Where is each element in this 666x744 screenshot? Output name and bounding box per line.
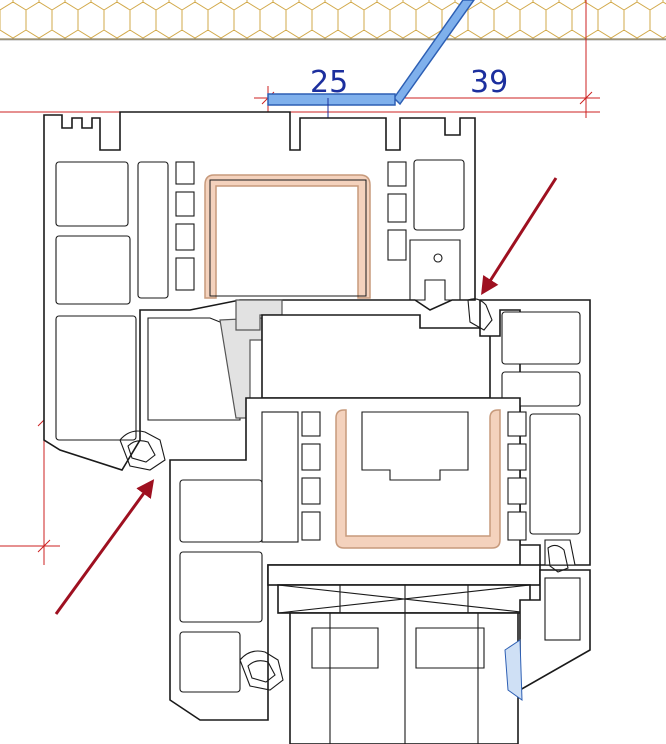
glazing-rebate-bar [261, 314, 491, 399]
glass-bead-profile [267, 564, 541, 744]
lower-sash-profile [169, 397, 527, 721]
arrow-icon [54, 479, 155, 615]
seal-details [119, 298, 569, 701]
glass-pane [267, 0, 475, 106]
dimension-value-left: 25 [310, 65, 348, 100]
frame-steel-reinforcement [204, 174, 371, 299]
dimension-value-right: 39 [470, 65, 508, 100]
sash-profile [479, 299, 591, 566]
frame-profile [43, 111, 476, 471]
sash-steel-reinforcement [335, 409, 501, 549]
honeycomb-pattern [0, 0, 666, 39]
insulation-band [0, 0, 666, 112]
arrow-icon [481, 177, 558, 296]
annotation-arrows [54, 177, 558, 615]
